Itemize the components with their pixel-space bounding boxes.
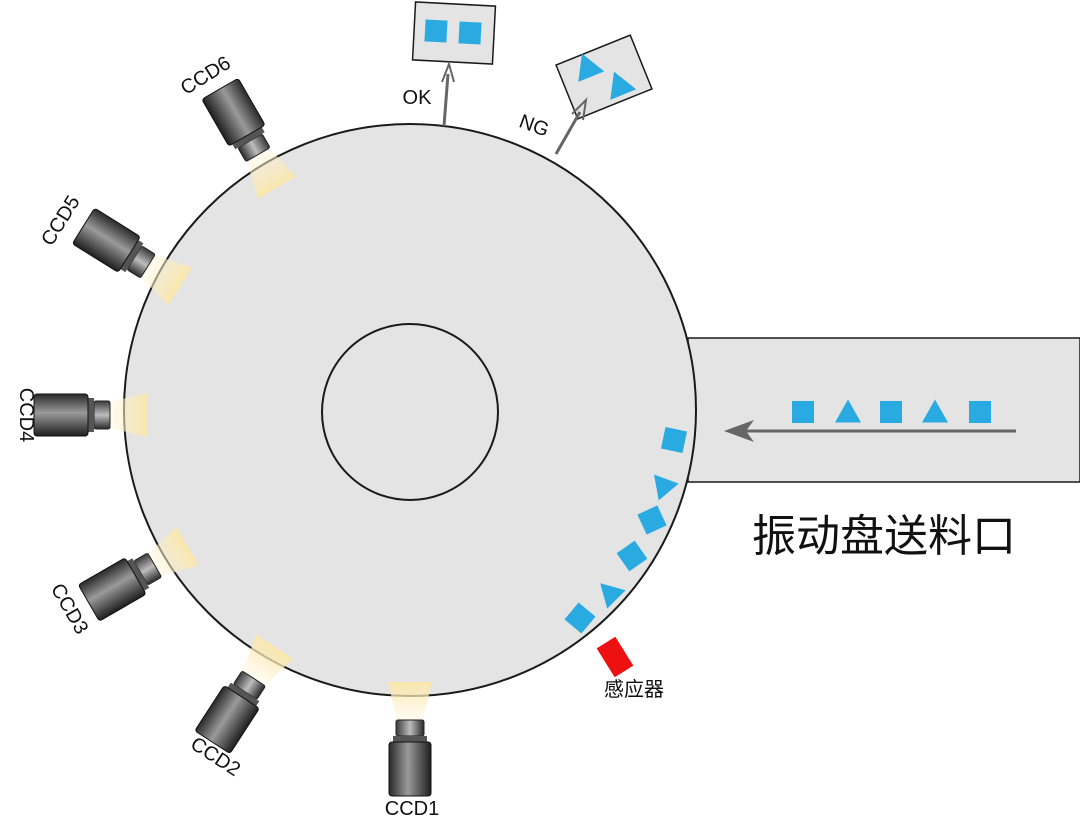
- ccd4-lens: [93, 400, 111, 430]
- ccd3-light-beam: [148, 526, 199, 577]
- conveyor-part-triangle: [922, 399, 948, 423]
- disk-center-hub: [321, 323, 499, 501]
- ccd4-lens-ring: [88, 398, 94, 432]
- disk-parts: [564, 426, 688, 634]
- ccd1-lens: [395, 719, 425, 737]
- ccd5-lens-ring: [120, 240, 144, 273]
- ccd5-camera: [72, 208, 192, 305]
- ccd2-camera: [195, 634, 293, 753]
- disk-part-square: [564, 602, 596, 634]
- ok-bin: [411, 1, 497, 65]
- ccd1-lens-ring: [393, 736, 427, 742]
- ccd2-lens: [233, 671, 266, 700]
- ccd4-body: [33, 393, 89, 437]
- sensor-block: [596, 636, 634, 678]
- conveyor-part-triangle: [835, 399, 861, 423]
- ng-label: NG: [516, 111, 552, 142]
- ccd2-lens-ring: [227, 682, 260, 707]
- ccd1-camera: [388, 682, 432, 797]
- ccd2-body: [195, 686, 259, 753]
- ccd3-lens-ring: [127, 558, 150, 591]
- sensor-label: 感应器: [604, 678, 664, 701]
- disk-part-square: [637, 505, 667, 535]
- ok-label: OK: [403, 87, 433, 109]
- ccd1-body: [388, 741, 432, 797]
- feeder-label: 振动盘送料口: [752, 512, 1016, 561]
- ng-bin-part-triangle: [578, 53, 605, 82]
- ccd3-body: [78, 558, 146, 621]
- ccd3-camera: [78, 526, 199, 621]
- ccd5-body: [72, 208, 140, 272]
- ok-bin-part-square: [424, 19, 448, 43]
- ccd6-lens-ring: [232, 127, 265, 150]
- disk-part-triangle: [600, 583, 626, 609]
- ccd1-label: CCD1: [385, 798, 439, 820]
- ccd5-light-beam: [141, 255, 192, 305]
- ccd6-light-beam: [246, 148, 297, 199]
- ccd6-camera: [202, 78, 297, 199]
- disk-part-square: [660, 426, 688, 454]
- ng-bin-part-triangle: [610, 71, 637, 100]
- ccd4-camera: [33, 393, 148, 437]
- conveyor-part-square: [969, 401, 991, 423]
- ccd4-light-beam: [110, 393, 148, 437]
- feed-direction-arrow: [724, 420, 1016, 442]
- conveyor-part-square: [792, 401, 814, 423]
- conveyor-part-square: [880, 401, 902, 423]
- ccd1-light-beam: [388, 682, 432, 720]
- ccd4-label: CCD4: [15, 388, 37, 442]
- ok-bin-part-square: [458, 21, 482, 45]
- ok-arrow: [441, 60, 455, 127]
- disk-part-square: [616, 540, 648, 572]
- ccd6-body: [202, 78, 265, 146]
- ccd2-light-beam: [242, 634, 293, 686]
- disk-part-triangle: [653, 474, 679, 501]
- ng-arrow: [554, 97, 588, 155]
- ng-bin: [555, 34, 653, 120]
- conveyor-parts: [792, 399, 991, 423]
